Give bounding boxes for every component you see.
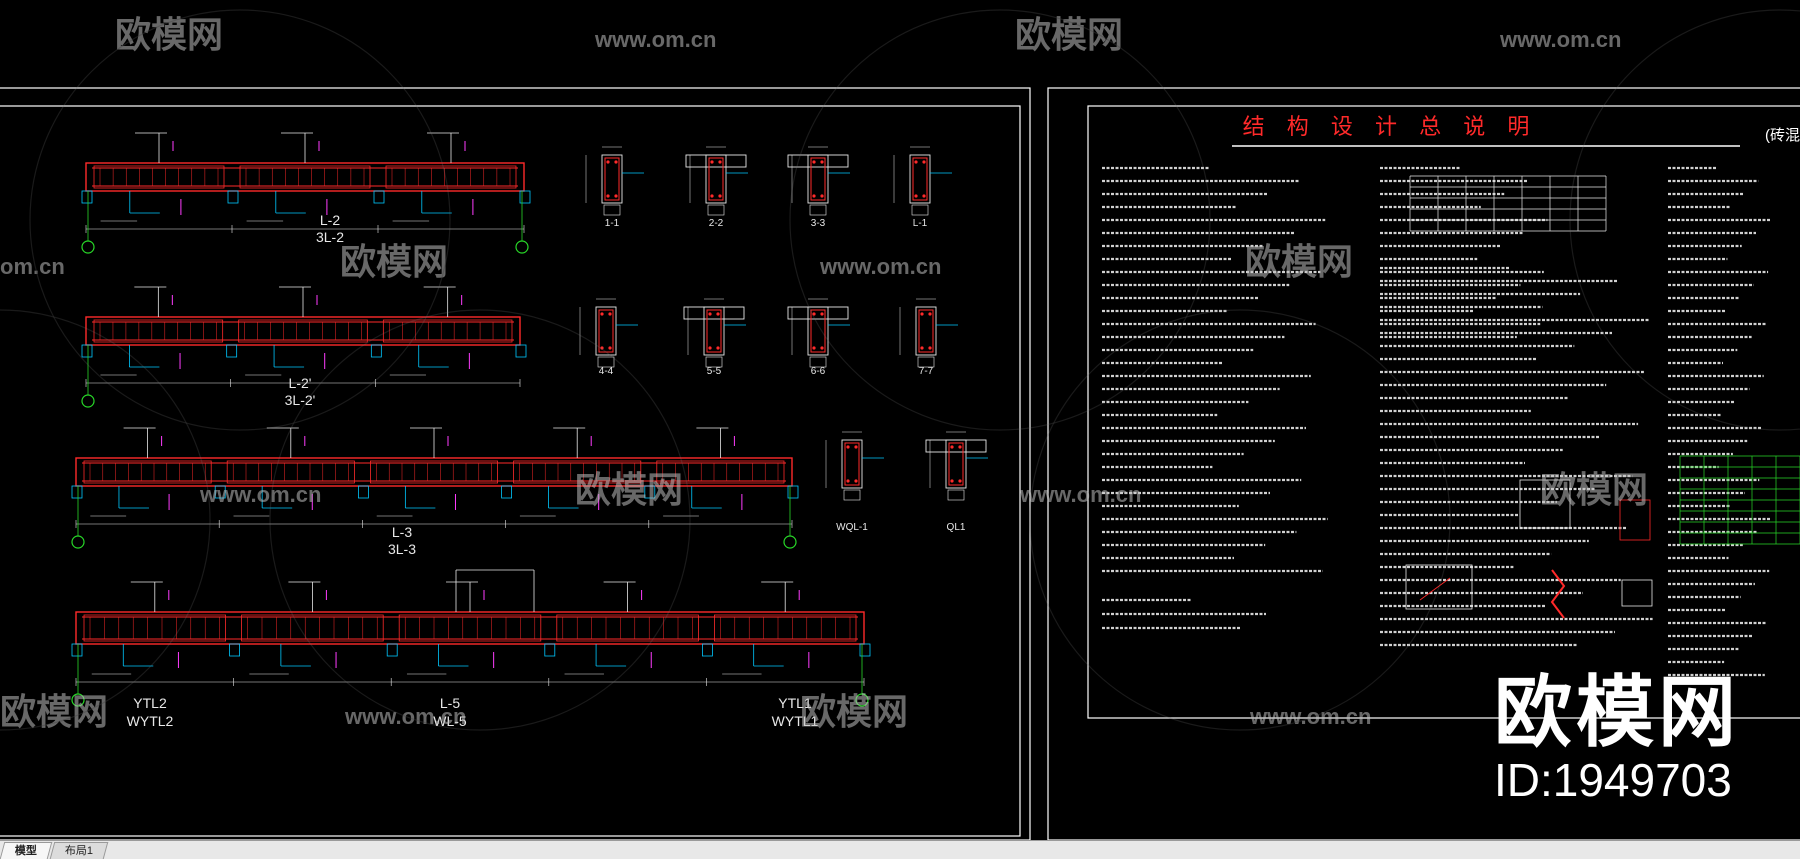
layout-tab-bar: 模型 布局1 (0, 840, 1800, 859)
watermark-layer: 欧模网 www.om.cn 欧模网 www.om.cn om.cn 欧模网 www.om.c… (0, 9, 1800, 732)
svg-text:QL1: QL1 (947, 522, 966, 533)
beam-label-l5: L-5 (440, 695, 460, 711)
watermark-text: www.om.cn (199, 482, 321, 507)
section-2 (787, 146, 850, 216)
svg-text:6-6: 6-6 (811, 366, 826, 377)
cad-model-space[interactable]: L-2 3L-2 L-2' 3L-2' L-3 3L-3 L-5 WL-5 YT… (0, 0, 1800, 840)
watermark-text: 欧模网 (1245, 241, 1353, 282)
watermark-text: 欧模网 (1540, 469, 1648, 510)
watermark-text: 欧模网 (0, 691, 108, 732)
beam-elevations (71, 132, 871, 707)
svg-text:5-5: 5-5 (707, 366, 722, 377)
watermark-text: 欧模网 (340, 241, 448, 282)
section-6 (787, 298, 850, 368)
section-3 (893, 146, 952, 216)
id-watermark: 欧模网 ID:1949703 (1494, 670, 1740, 806)
watermark-text: 欧模网 (800, 691, 908, 732)
watermark-text: www.om.cn (1249, 704, 1371, 729)
beam-elevation-3 (71, 581, 871, 707)
beam-label-l2p: L-2' (289, 375, 312, 391)
svg-text:WQL-1: WQL-1 (836, 522, 868, 533)
section-5 (683, 298, 746, 368)
tab-layout1[interactable]: 布局1 (49, 842, 109, 859)
beam-sublabel-ytl2: WYTL2 (127, 713, 174, 729)
brand-watermark-text: 欧模网 (1493, 668, 1740, 756)
beam-sublabel-l5: WL-5 (433, 713, 467, 729)
cad-drawing: L-2 3L-2 L-2' 3L-2' L-3 3L-3 L-5 WL-5 YT… (0, 9, 1800, 840)
beam-sublabel-ytl1: WYTL1 (772, 713, 819, 729)
beam-elevation-1 (81, 286, 527, 408)
beam-elevation-0 (81, 132, 531, 254)
beam-sections (579, 146, 988, 501)
section-8 (825, 431, 884, 501)
beam-sublabel-l2p: 3L-2' (285, 392, 316, 408)
sheet-title: 结 构 设 计 总 说 明 (砖混结 (1232, 114, 1800, 147)
watermark-text: www.om.cn (1019, 482, 1141, 507)
section-4 (579, 298, 638, 368)
watermark-text: www.om.cn (1499, 27, 1621, 52)
beam-label-ytl2: YTL2 (133, 695, 167, 711)
beam-sublabel-l3: 3L-3 (388, 541, 416, 557)
beam-sublabel-l2: 3L-2 (316, 229, 344, 245)
svg-text:7-7: 7-7 (919, 366, 934, 377)
section-labels: 1-1 2-2 3-3 L-1 4-4 5-5 6-6 7-7 WQL-1 QL… (599, 218, 966, 533)
section-1 (685, 146, 748, 216)
section-7 (899, 298, 958, 368)
watermark-text: www.om.cn (344, 704, 466, 729)
svg-text:1-1: 1-1 (605, 218, 620, 229)
svg-text:3-3: 3-3 (811, 218, 826, 229)
watermark-text: www.om.cn (819, 254, 941, 279)
svg-text:结 构 设 计 总 说 明: 结 构 设 计 总 说 明 (1243, 114, 1538, 139)
section-9 (925, 431, 988, 501)
beam-label-ytl1: YTL1 (778, 695, 812, 711)
watermark-text: 欧模网 (575, 469, 683, 510)
beam-label-l3: L-3 (392, 524, 412, 540)
watermark-text: 欧模网 (115, 14, 223, 55)
watermark-text: om.cn (0, 254, 65, 279)
model-id-text: ID:1949703 (1493, 754, 1732, 806)
beam-labels: L-2 3L-2 L-2' 3L-2' L-3 3L-3 L-5 WL-5 YT… (127, 212, 819, 729)
section-0 (585, 146, 644, 216)
left-sheet-frame (0, 87, 1031, 840)
svg-text:2-2: 2-2 (709, 218, 724, 229)
watermark-text: www.om.cn (594, 27, 716, 52)
beam-label-l2: L-2 (320, 212, 340, 228)
svg-text:L-1: L-1 (913, 218, 928, 229)
watermark-text: 欧模网 (1015, 14, 1123, 55)
tab-model[interactable]: 模型 (0, 842, 53, 859)
svg-text:4-4: 4-4 (599, 366, 614, 377)
design-notes (1102, 166, 1800, 677)
beam-elevation-2 (71, 427, 799, 549)
svg-text:(砖混结: (砖混结 (1765, 127, 1800, 144)
right-sheet-frame (1047, 87, 1800, 840)
